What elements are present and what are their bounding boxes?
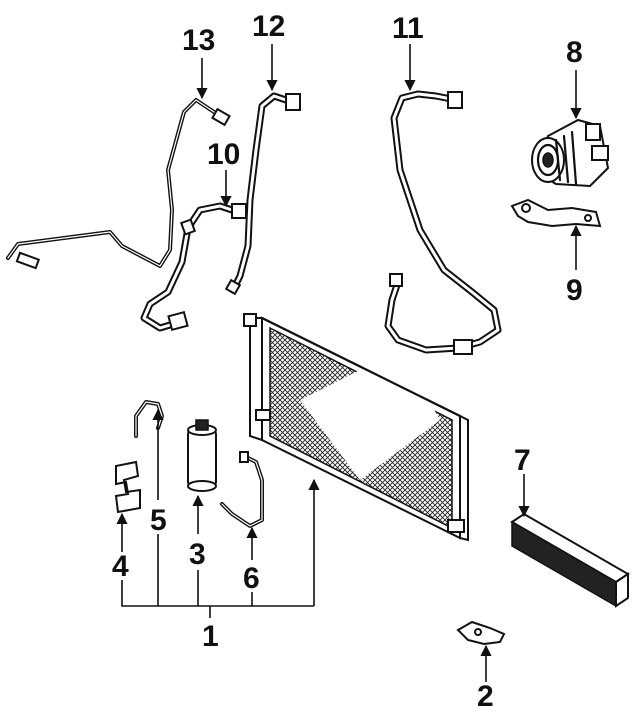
callout-13: 13 xyxy=(182,24,215,57)
callout-2: 2 xyxy=(477,680,494,713)
part-9-bracket xyxy=(510,198,602,228)
part-4-clamp xyxy=(114,460,141,514)
callout-10: 10 xyxy=(207,138,240,171)
callout-11: 11 xyxy=(392,12,424,45)
callout-9: 9 xyxy=(566,274,583,307)
part-6-line xyxy=(220,451,264,528)
part-8-compressor xyxy=(531,118,610,188)
part-2-bracket xyxy=(456,620,506,646)
callout-3: 3 xyxy=(189,538,206,571)
callout-6: 6 xyxy=(243,562,260,595)
part-10-hose xyxy=(140,202,247,332)
part-13-liquid-line xyxy=(6,98,231,270)
callout-labels: 13 12 11 8 10 9 7 5 3 4 6 1 2 xyxy=(112,10,583,713)
callout-4: 4 xyxy=(112,550,129,583)
callout-1: 1 xyxy=(202,620,219,653)
leader-lines xyxy=(116,44,582,682)
callout-7: 7 xyxy=(514,444,531,477)
callout-5: 5 xyxy=(150,504,167,537)
callout-12: 12 xyxy=(252,10,285,43)
part-7-seal xyxy=(510,512,630,608)
part-3-receiver-drier xyxy=(187,419,217,492)
condenser xyxy=(243,313,469,542)
callout-8: 8 xyxy=(566,36,583,69)
part-12-suction-hose xyxy=(224,92,301,296)
part-11-discharge-hose xyxy=(384,90,502,355)
